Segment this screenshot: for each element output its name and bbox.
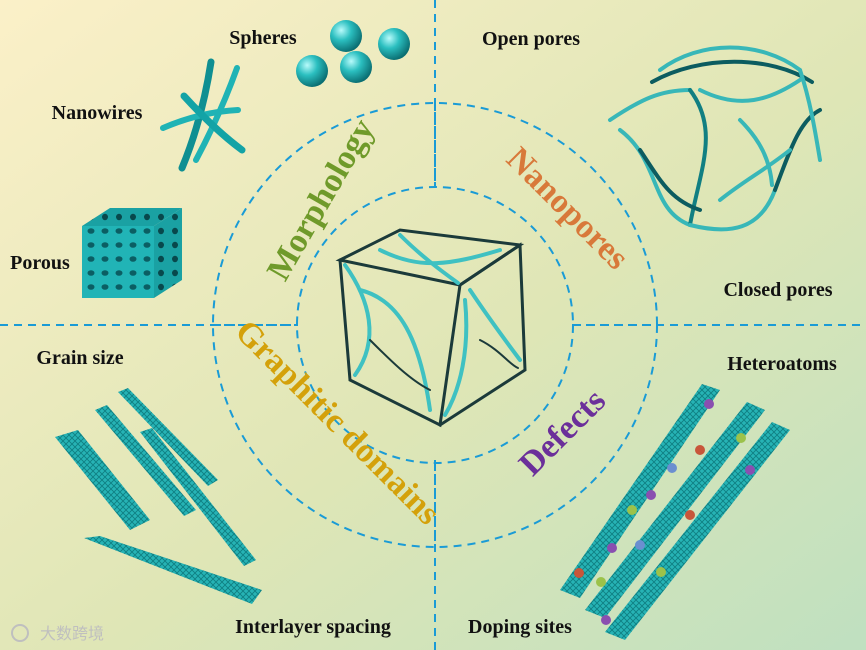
label-closed-pores: Closed pores: [723, 279, 832, 301]
doped-layers-icon: [560, 384, 790, 640]
watermark: 大数跨境: [11, 624, 104, 643]
label-interlayer-spacing: Interlayer spacing: [235, 616, 391, 638]
spheres-icon: [296, 20, 410, 87]
dopant-atoms: [574, 399, 755, 625]
nanowires-icon: [160, 58, 246, 172]
pore-cage-icon: [608, 45, 822, 232]
watermark-text: 大数跨境: [40, 624, 104, 643]
porous-cube-icon: [82, 208, 182, 298]
label-heteroatoms: Heteroatoms: [727, 353, 837, 375]
graphene-ribbons-icon: [55, 388, 262, 604]
label-grain-size: Grain size: [36, 347, 123, 369]
watermark-logo-icon: [11, 624, 29, 642]
carbon-cube-icon: [335, 228, 527, 428]
label-nanowires: Nanowires: [52, 102, 143, 124]
label-porous: Porous: [10, 252, 70, 274]
label-spheres: Spheres: [229, 27, 297, 49]
label-doping-sites: Doping sites: [468, 616, 572, 638]
label-open-pores: Open pores: [482, 28, 580, 50]
